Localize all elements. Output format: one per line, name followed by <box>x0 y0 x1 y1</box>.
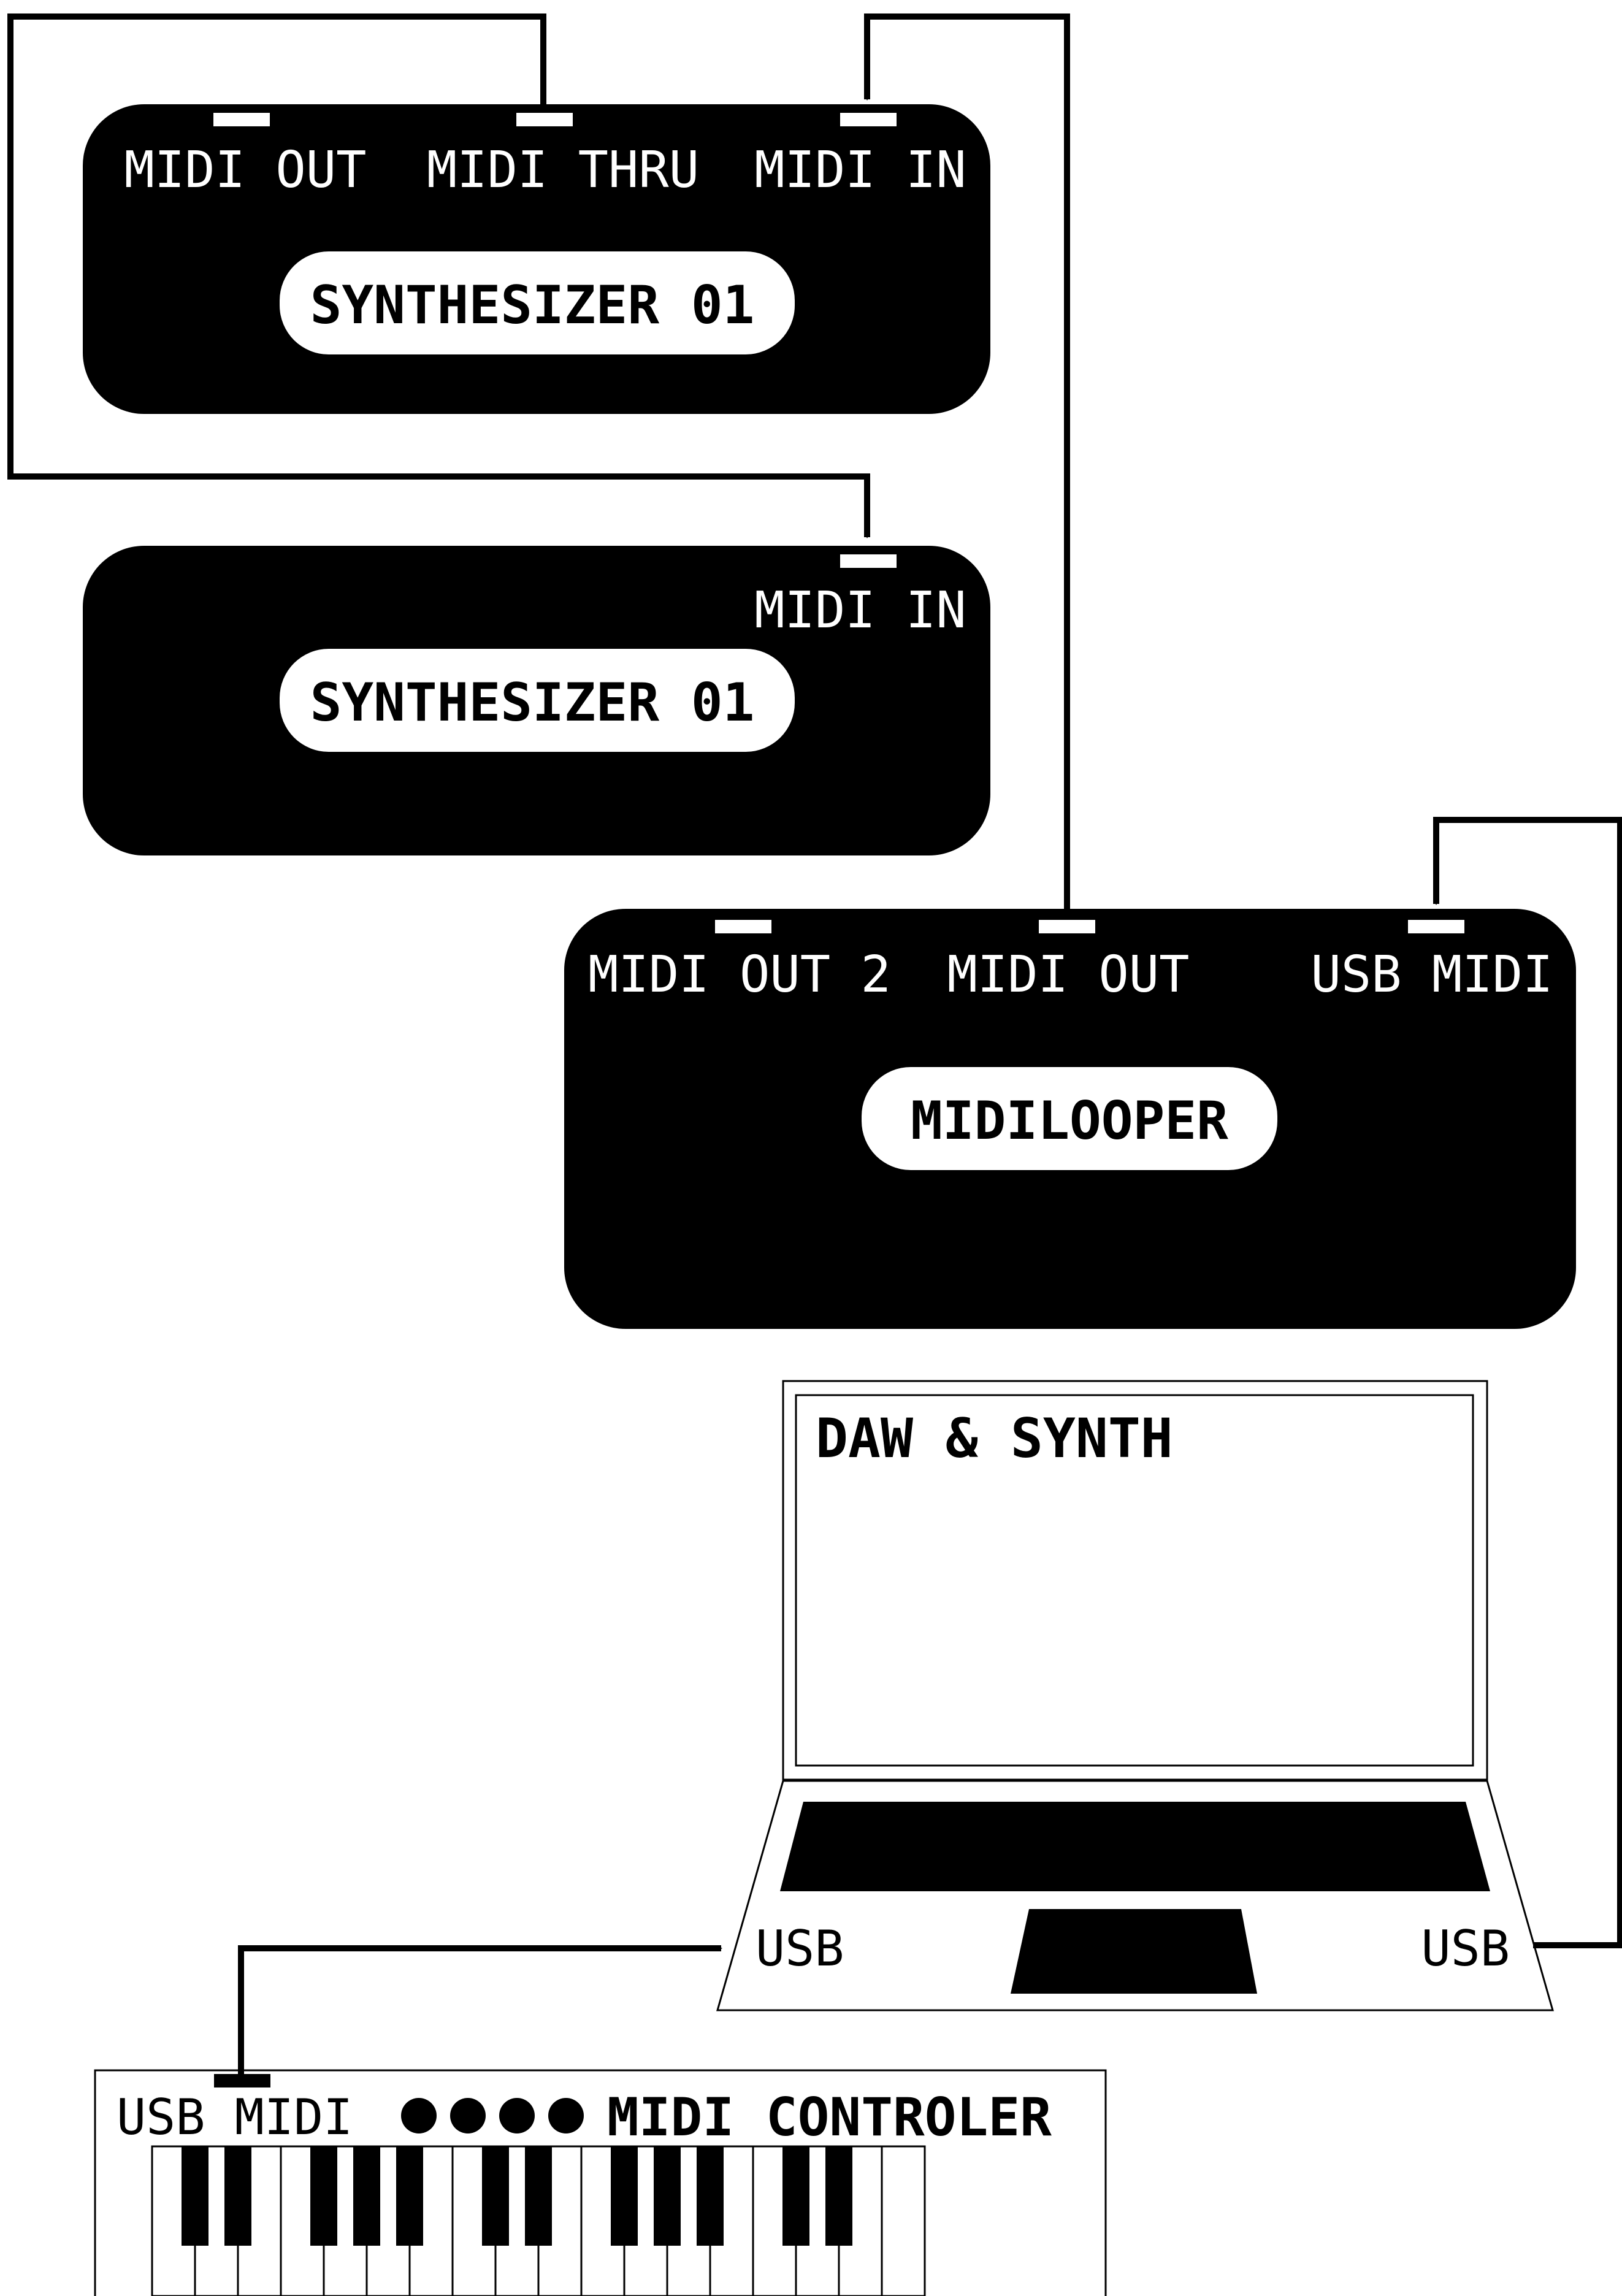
synth-a-name: SYNTHESIZER 01 <box>310 275 755 336</box>
synth-a-midi-out-port <box>213 113 270 126</box>
synth-b-midi-in-port <box>840 554 897 568</box>
midilooper-usb-midi-label: USB MIDI <box>1311 946 1553 1004</box>
synth-b-name: SYNTHESIZER 01 <box>310 672 755 733</box>
cable-synth-a-thru-to-synth-b-in <box>7 13 870 538</box>
synth-a-midi-in-port <box>840 113 897 126</box>
synthesizer-a: MIDI OUT MIDI THRU MIDI IN SYNTHESIZER 0… <box>83 104 990 414</box>
black-key <box>182 2146 208 2246</box>
black-key <box>310 2146 337 2246</box>
black-key <box>782 2146 809 2246</box>
synth-a-midi-in-label: MIDI IN <box>754 141 966 199</box>
midilooper-midi-out-2-label: MIDI OUT 2 <box>588 946 891 1004</box>
controller-usb-midi-port <box>214 2074 270 2087</box>
black-key <box>482 2146 509 2246</box>
cable-midilooper-out-to-synth-a-in <box>864 13 1070 920</box>
controller-indicator-dot <box>450 2098 486 2133</box>
synth-b-midi-in-label: MIDI IN <box>754 581 966 640</box>
midi-controller: USB MIDI MIDI CONTROLER <box>94 2069 1107 2296</box>
controller-usb-midi-label: USB MIDI <box>117 2089 353 2146</box>
cables <box>7 13 1622 2074</box>
synth-a-midi-out-label: MIDI OUT <box>124 141 367 199</box>
laptop-screen-title: DAW & SYNTH <box>816 1407 1173 1470</box>
controller-indicator-dot <box>499 2098 535 2133</box>
synth-a-midi-thru-port <box>516 113 573 126</box>
midilooper-midi-out-2-port <box>715 920 771 933</box>
midilooper-midi-out-label: MIDI OUT <box>947 946 1190 1004</box>
midilooper-name: MIDILOOPER <box>911 1090 1228 1152</box>
midilooper-usb-midi-port <box>1408 920 1464 933</box>
synth-a-midi-thru-label: MIDI THRU <box>427 141 699 199</box>
piano-keyboard <box>151 2145 926 2296</box>
white-key <box>451 2145 497 2296</box>
laptop-trackpad <box>1011 1909 1257 1994</box>
cable-laptop-usb-to-midilooper-usb <box>1433 817 1622 1948</box>
synth-a-name-plate <box>280 251 795 354</box>
black-key <box>353 2146 380 2246</box>
synthesizer-b: MIDI IN SYNTHESIZER 01 <box>83 546 990 855</box>
laptop-keyboard <box>780 1802 1490 1891</box>
controller-indicator-dot <box>401 2098 437 2133</box>
laptop-usb-right-label: USB <box>1421 1920 1510 1977</box>
synth-b-name-plate <box>280 649 795 752</box>
laptop-usb-left-label: USB <box>756 1920 844 1977</box>
black-key <box>224 2146 251 2246</box>
black-key <box>396 2146 423 2246</box>
controller-indicator-dot <box>548 2098 584 2133</box>
black-key <box>697 2146 724 2246</box>
black-key <box>525 2146 552 2246</box>
controller-indicators <box>401 2098 584 2133</box>
midilooper: MIDI OUT 2 MIDI OUT USB MIDI MIDILOOPER <box>564 909 1576 1329</box>
white-key <box>881 2145 926 2296</box>
black-key <box>611 2146 638 2246</box>
midilooper-midi-out-port <box>1039 920 1095 933</box>
cable-controller-to-laptop-usb <box>238 1945 722 2074</box>
laptop: DAW & SYNTH USB USB <box>716 1380 1554 2011</box>
midilooper-name-plate <box>862 1067 1277 1170</box>
laptop-screen <box>795 1394 1474 1767</box>
black-key <box>825 2146 852 2246</box>
controller-title: MIDI CONTROLER <box>607 2087 1052 2148</box>
black-key <box>654 2146 681 2246</box>
